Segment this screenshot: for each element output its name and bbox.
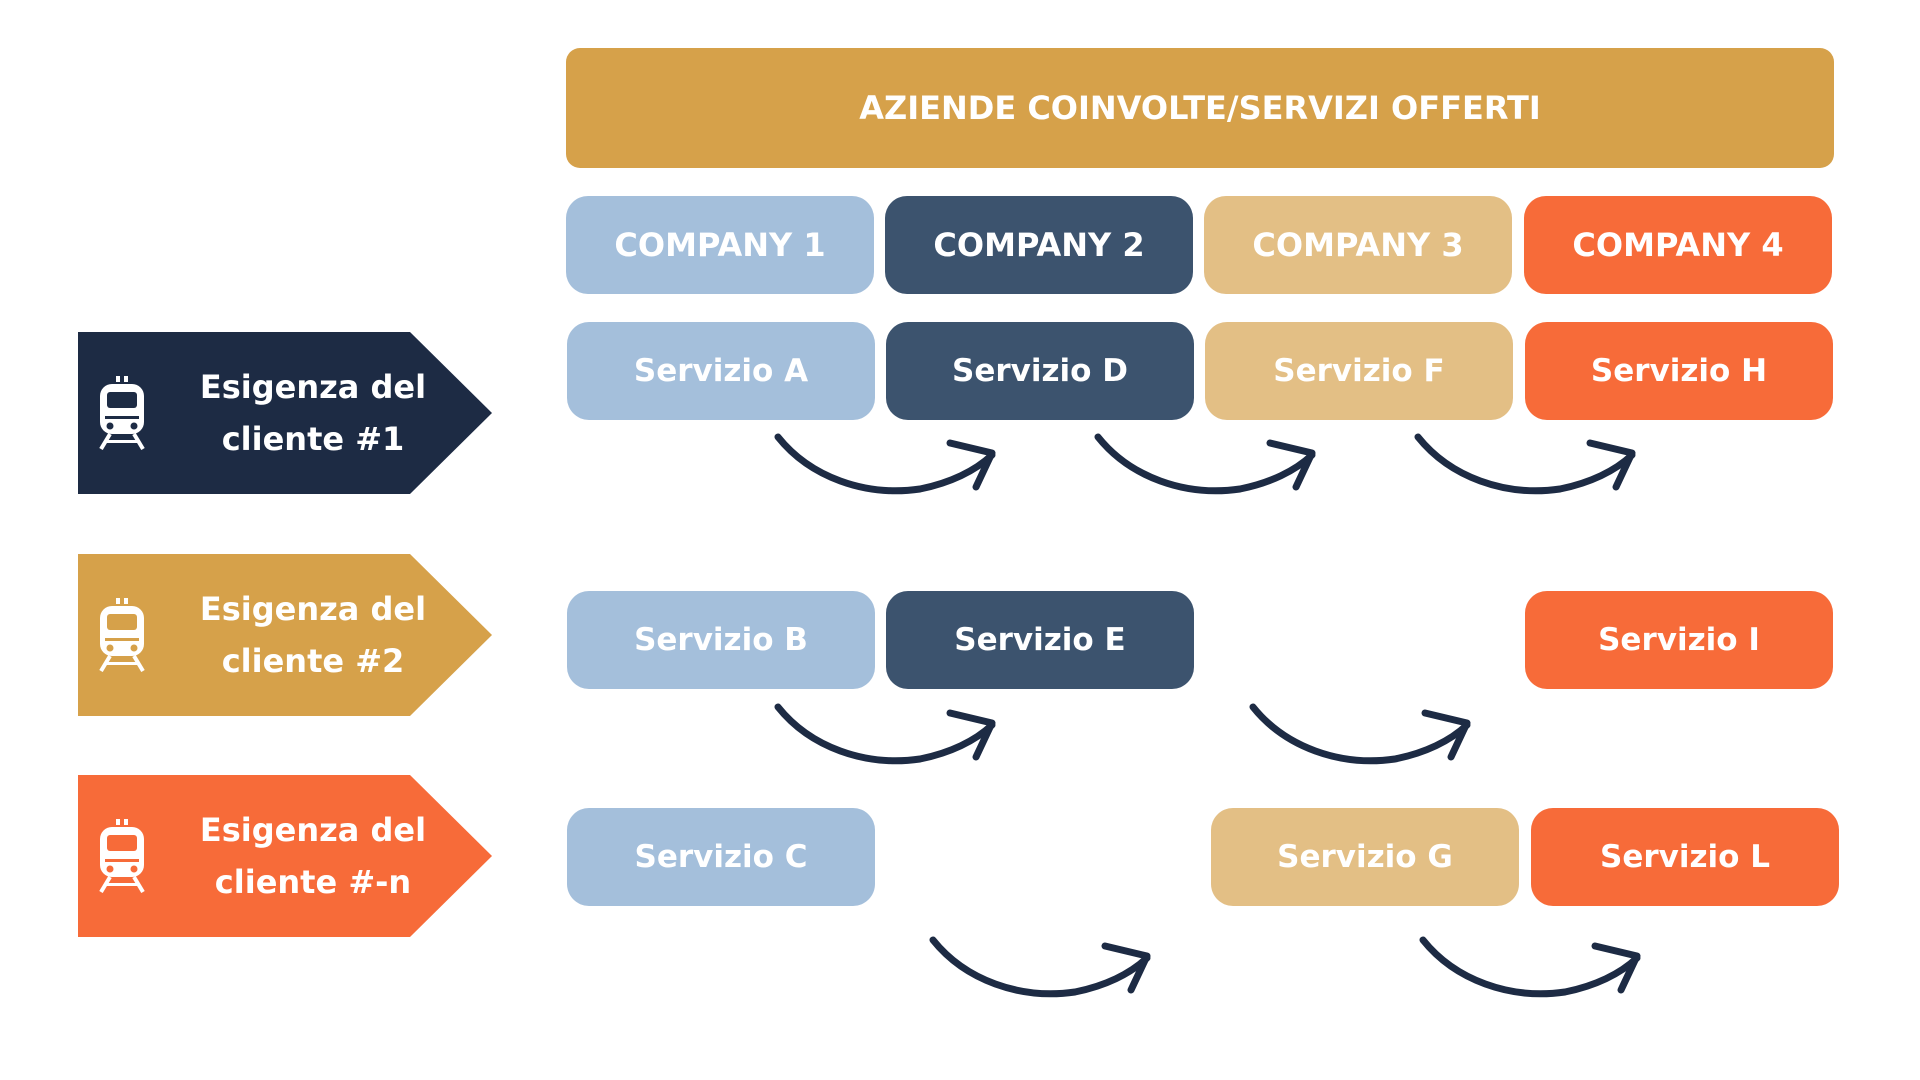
service-c: Servizio C bbox=[567, 808, 875, 906]
need-n-label: Esigenza del cliente #-n bbox=[199, 811, 427, 901]
train-icon bbox=[99, 819, 145, 893]
service-l: Servizio L bbox=[1531, 808, 1839, 906]
company-2-header: COMPANY 2 bbox=[885, 196, 1193, 294]
flow-arrow bbox=[1094, 433, 1316, 495]
service-h: Servizio H bbox=[1525, 322, 1833, 420]
train-icon bbox=[99, 376, 145, 450]
service-f: Servizio F bbox=[1205, 322, 1513, 420]
flow-arrow bbox=[774, 703, 996, 765]
flow-arrow bbox=[929, 936, 1151, 998]
need-n-arrow-shape bbox=[78, 775, 492, 937]
service-g: Servizio G bbox=[1211, 808, 1519, 906]
need-1-label: Esigenza del cliente #1 bbox=[199, 368, 427, 458]
need-2-label: Esigenza del cliente #2 bbox=[199, 590, 427, 680]
flow-arrow bbox=[1249, 703, 1471, 765]
service-a: Servizio A bbox=[567, 322, 875, 420]
customer-need-2: Esigenza del cliente #2 bbox=[78, 554, 492, 716]
company-1-header: COMPANY 1 bbox=[566, 196, 874, 294]
flow-arrow bbox=[1414, 433, 1636, 495]
header-title: AZIENDE COINVOLTE/SERVIZI OFFERTI bbox=[566, 48, 1834, 168]
service-b: Servizio B bbox=[567, 591, 875, 689]
company-3-header: COMPANY 3 bbox=[1204, 196, 1512, 294]
need-2-arrow-shape bbox=[78, 554, 492, 716]
service-i: Servizio I bbox=[1525, 591, 1833, 689]
flow-arrow bbox=[774, 433, 996, 495]
service-d: Servizio D bbox=[886, 322, 1194, 420]
need-1-arrow-shape bbox=[78, 332, 492, 494]
customer-need-1: Esigenza del cliente #1 bbox=[78, 332, 492, 494]
company-4-header: COMPANY 4 bbox=[1524, 196, 1832, 294]
flow-arrow bbox=[1419, 936, 1641, 998]
customer-need-n: Esigenza del cliente #-n bbox=[78, 775, 492, 937]
service-e: Servizio E bbox=[886, 591, 1194, 689]
train-icon bbox=[99, 598, 145, 672]
